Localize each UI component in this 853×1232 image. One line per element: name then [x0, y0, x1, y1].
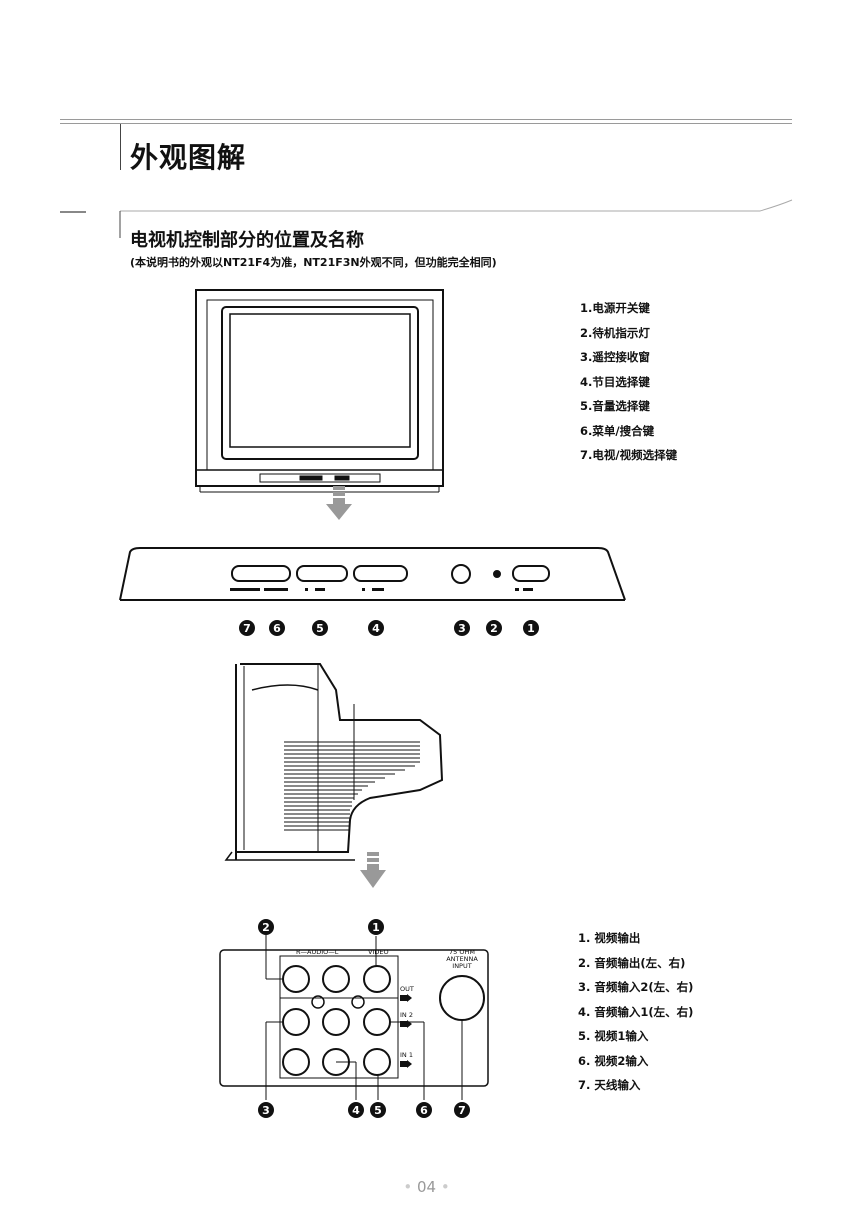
tv-front-illustration	[195, 289, 444, 493]
antenna-label-1: 75 OHM	[449, 948, 475, 956]
page-number: • 04 •	[403, 1178, 450, 1196]
badge-rear-6: 6	[420, 1104, 428, 1117]
legend-item: 6. 视频2输入	[578, 1053, 649, 1068]
legend-item: 3. 音频输入2(左、右)	[578, 980, 694, 994]
legend-item: 1.电源开关键	[580, 301, 650, 315]
badge-4: 4	[372, 622, 380, 635]
badge-6: 6	[273, 622, 281, 635]
arrow-down-icon	[326, 486, 352, 520]
side-vent-grille	[284, 741, 420, 831]
in-out-arrow-icons	[400, 994, 412, 1068]
audio-label: R—AUDIO—L	[296, 948, 339, 956]
badge-rear-4: 4	[352, 1104, 360, 1117]
legend-item: 7.电视/视频选择键	[580, 448, 678, 462]
control-strip-illustration	[119, 547, 626, 601]
badge-7: 7	[243, 622, 251, 635]
out-label: OUT	[400, 985, 414, 993]
badge-rear-2: 2	[262, 921, 270, 934]
title-divider	[120, 124, 121, 170]
badge-3: 3	[458, 622, 466, 635]
legend-item: 4.节目选择键	[580, 374, 650, 389]
rear-legend: 1. 视频输出 2. 音频输出(左、右) 3. 音频输入2(左、右) 4. 音频…	[578, 926, 693, 1098]
legend-item: 3.遥控接收窗	[580, 350, 650, 364]
badge-rear-1: 1	[372, 921, 380, 934]
legend-item: 5.音量选择键	[580, 399, 650, 413]
badge-rear-3: 3	[262, 1104, 270, 1117]
page-title: 外观图解	[130, 141, 247, 174]
legend-item: 7. 天线输入	[578, 1078, 641, 1092]
legend-item: 2.待机指示灯	[580, 325, 650, 340]
page-number-value: 04	[416, 1178, 437, 1196]
legend-item: 6.菜单/搜合键	[580, 423, 655, 438]
antenna-label-2: ANTENNA	[446, 955, 478, 963]
front-badges	[239, 620, 539, 636]
badge-2: 2	[490, 622, 498, 635]
header-rule-top	[60, 119, 792, 120]
badge-rear-5: 5	[374, 1104, 382, 1117]
rear-badges	[258, 919, 470, 1118]
video-label: VIDEO	[368, 948, 389, 956]
header-rule-bottom	[60, 123, 792, 124]
in1-label: IN 1	[400, 1051, 413, 1059]
in2-label: IN 2	[400, 1011, 413, 1019]
antenna-label-3: INPUT	[452, 962, 471, 970]
legend-item: 1. 视频输出	[578, 931, 641, 945]
model-note: (本说明书的外观以NT21F4为准，NT21F3N外观不同，但功能完全相同)	[130, 256, 497, 269]
legend-item: 2. 音频输出(左、右)	[578, 955, 686, 970]
section-subtitle: 电视机控制部分的位置及名称	[130, 230, 364, 251]
front-legend: 1.电源开关键 2.待机指示灯 3.遥控接收窗 4.节目选择键 5.音量选择键 …	[580, 296, 677, 468]
legend-item: 4. 音频输入1(左、右)	[578, 1004, 694, 1019]
rear-panel-illustration	[219, 949, 489, 1087]
arrow-down-icon	[360, 852, 386, 888]
legend-item: 5. 视频1输入	[578, 1029, 649, 1043]
badge-rear-7: 7	[458, 1104, 466, 1117]
badge-1: 1	[527, 622, 535, 635]
badge-5: 5	[316, 622, 324, 635]
